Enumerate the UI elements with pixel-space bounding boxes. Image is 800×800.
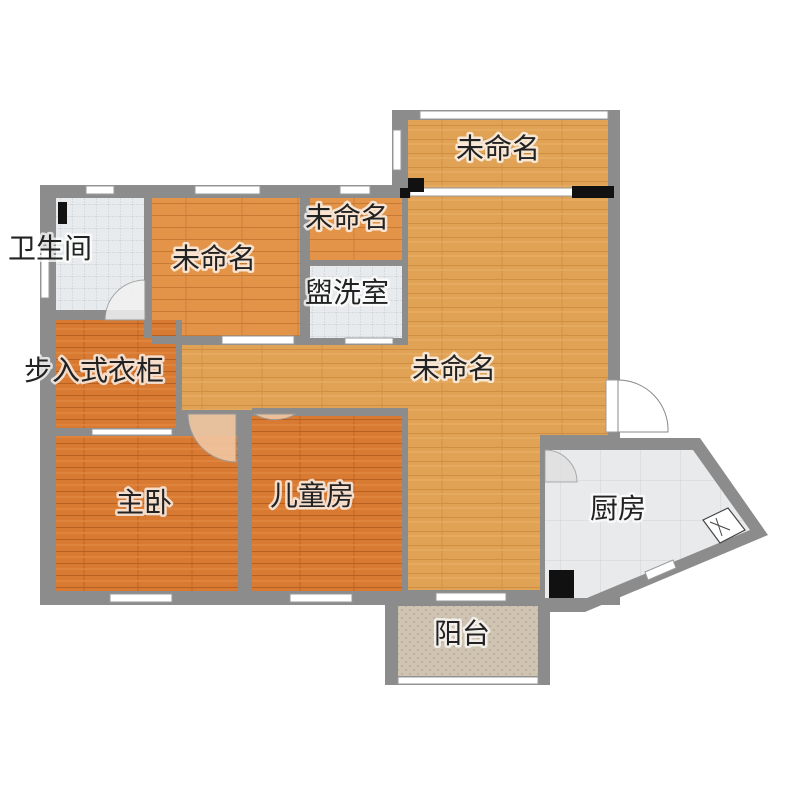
svg-text:步入式衣柜: 步入式衣柜 (24, 354, 164, 387)
floors (56, 120, 750, 676)
door-swing (104, 279, 146, 321)
door-swing (187, 413, 237, 463)
window (409, 187, 591, 197)
kids-room-floor (252, 416, 402, 591)
svg-text:未命名: 未命名 (305, 201, 389, 234)
window (344, 337, 394, 345)
north-room-label: 未命名 (456, 132, 540, 165)
washroom-label: 盥洗室 (305, 276, 389, 309)
north-room-floor (408, 120, 608, 188)
kids-room-label: 儿童房 (270, 479, 354, 512)
sink-icon (702, 507, 746, 544)
small-room-floor (310, 198, 402, 260)
top-room-label: 未命名 (172, 242, 256, 275)
master-bedroom-label: 主卧 (116, 486, 172, 519)
window (289, 593, 353, 603)
kitchen-label: 厨房 (590, 492, 646, 525)
balcony-label: 阳台 (434, 617, 490, 650)
small-room-label: 未命名 (305, 201, 389, 234)
window (339, 185, 371, 195)
window (419, 110, 609, 120)
window (85, 185, 115, 195)
svg-text:未命名: 未命名 (456, 132, 540, 165)
window (40, 249, 50, 299)
svg-text:厨房: 厨房 (590, 492, 646, 525)
window (605, 379, 619, 433)
window (397, 676, 539, 685)
doors (104, 279, 669, 483)
kitchen-floor (545, 450, 750, 598)
bathroom-label: 卫生间 (8, 232, 92, 265)
door-swing (544, 449, 578, 483)
window (644, 559, 677, 581)
door-swing (252, 413, 298, 421)
window (435, 592, 507, 602)
door-swing (617, 379, 669, 433)
living-room-floor (180, 196, 608, 590)
svg-text:盥洗室: 盥洗室 (305, 276, 389, 309)
svg-text:卫生间: 卫生间 (8, 232, 92, 265)
window (91, 428, 173, 436)
columns (58, 178, 614, 598)
walk-in-closet-label: 步入式衣柜 (24, 354, 164, 387)
svg-text:阳台: 阳台 (434, 617, 490, 650)
master-bedroom-floor (56, 436, 238, 591)
window (392, 129, 402, 171)
top-room-floor (152, 198, 300, 336)
balcony-floor (398, 606, 538, 676)
svg-text:主卧: 主卧 (116, 486, 172, 519)
washroom-floor (310, 266, 402, 338)
windows (40, 110, 677, 685)
living-room-label: 未命名 (412, 352, 496, 385)
window (194, 185, 261, 195)
window (221, 335, 295, 345)
window (109, 593, 173, 603)
room-labels: 卫生间 卫生间 未命名 未命名 未命名 未命名 未命名 未命名 盥洗室 盥洗室 … (6, 130, 649, 653)
svg-text:儿童房: 儿童房 (270, 479, 354, 512)
svg-text:未命名: 未命名 (412, 352, 496, 385)
svg-text:未命名: 未命名 (172, 242, 256, 275)
